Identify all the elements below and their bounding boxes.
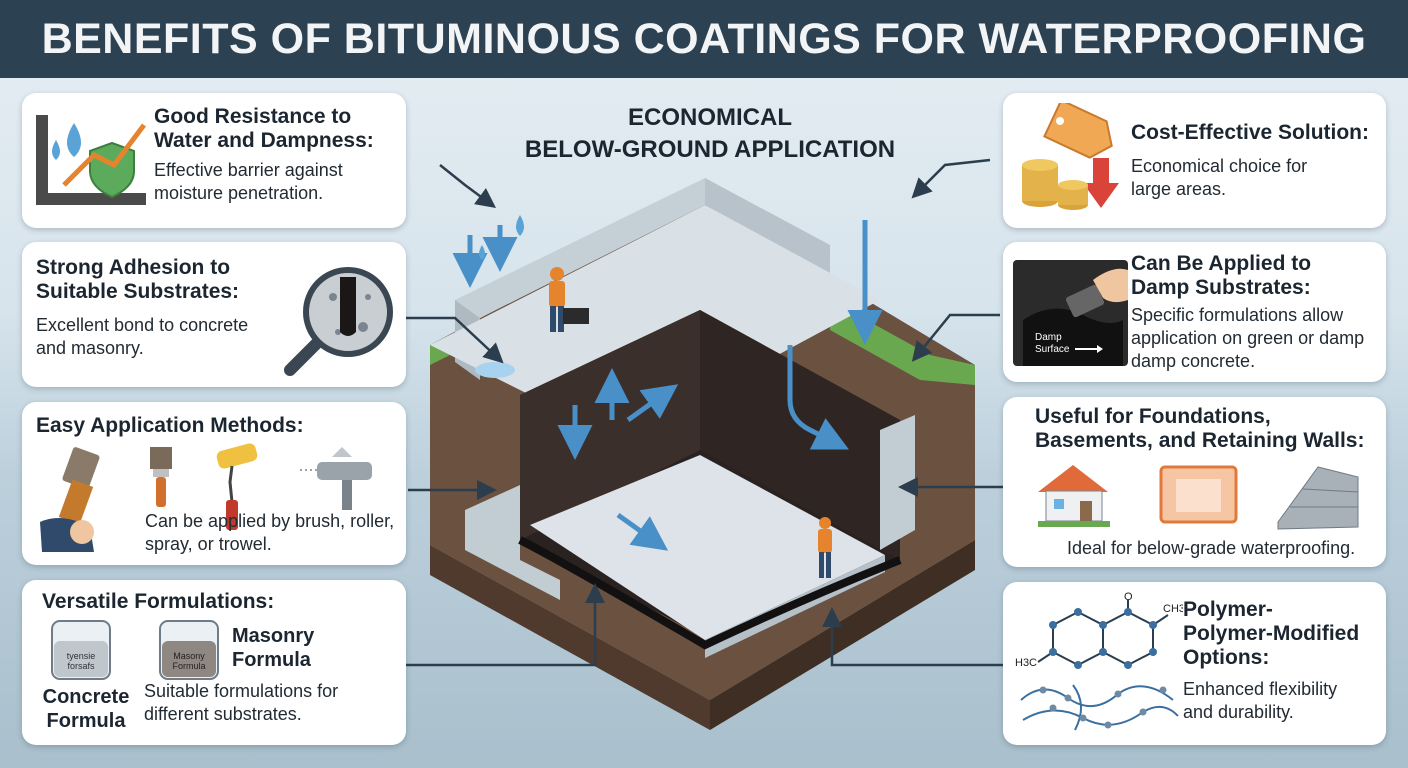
polymer-title-line1: Polymer- [1183, 598, 1273, 621]
basement-icon [1159, 465, 1238, 524]
damp-text-line2: application on green or damp [1131, 328, 1365, 348]
wall-top-right [705, 178, 830, 275]
molecule-icon: O CH3 H3C [1015, 591, 1183, 731]
house-icon [1038, 465, 1110, 527]
foundations-text: Ideal for below-grade waterproofing. [1067, 538, 1356, 558]
top-slab [430, 205, 880, 440]
resistance-title-line1: Good Resistance to [154, 105, 352, 128]
card-damp: Damp Surface Can Be Applied to Damp Subs… [1003, 242, 1386, 382]
card-foundations: Useful for Foundations, Basements, and R… [1003, 397, 1386, 567]
paintbrush-icon [150, 447, 172, 507]
formulations-text-line1: Suitable formulations for [144, 681, 339, 701]
beaker-icon: Masony Formula [159, 620, 219, 680]
worker-icon [549, 267, 589, 332]
damp-title-line1: Can Be Applied to [1131, 252, 1312, 275]
damp-surface-illustration: Damp Surface [1013, 260, 1128, 366]
jar2-label-line2: Formula [172, 661, 205, 671]
water-drop-icon [516, 215, 524, 236]
card-polymer: O CH3 H3C Polymer- Polymer-Modified Opti… [1003, 582, 1386, 745]
card-application: Easy Application Methods: Can be applied… [22, 402, 406, 565]
concrete-label-line1: Concrete [42, 686, 130, 708]
card-formulations: Versatile Formulations: tyensie forsafs … [22, 580, 406, 745]
retaining-wall-icon [1277, 466, 1359, 530]
damp-image-label-line1: Damp [1035, 332, 1062, 343]
application-text-line2: spray, or trowel. [145, 534, 272, 554]
molecule-label-o: O [1124, 591, 1133, 603]
jar2-label-line1: Masony [173, 651, 205, 661]
polymer-title-line2: Polymer-Modified [1183, 622, 1360, 645]
beaker-icon: tyensie forsafs [51, 620, 111, 680]
polymer-text-line2: and durability. [1183, 702, 1294, 722]
adhesion-title-line1: Strong Adhesion to [36, 256, 231, 279]
cost-text-line1: Economical choice for [1131, 156, 1308, 176]
foundations-title-line2: Basements, and Retaining Walls: [1035, 429, 1365, 452]
cost-title: Cost-Effective Solution: [1131, 121, 1370, 144]
adhesion-title-line2: Suitable Substrates: [36, 280, 240, 303]
jar1-label-line1: tyensie [67, 651, 96, 661]
wall-top-left [455, 178, 705, 318]
card-resistance: Good Resistance to Water and Dampness: E… [22, 93, 406, 228]
application-title: Easy Application Methods: [36, 414, 304, 437]
concrete-label-line2: Formula [46, 710, 126, 732]
resistance-title-line2: Water and Dampness: [154, 129, 374, 152]
damp-title-line2: Damp Substrates: [1131, 276, 1311, 299]
damp-text-line3: damp concrete. [1131, 351, 1256, 371]
water-drop-icon [479, 245, 485, 260]
molecule-label-h3c: H3C [1015, 657, 1037, 669]
center-title-line2: BELOW-GROUND APPLICATION [524, 136, 896, 163]
formula-jars: tyensie forsafs Masony Formula [51, 620, 219, 680]
foundations-title-line1: Useful for Foundations, [1035, 405, 1271, 428]
footing-right [880, 415, 915, 550]
adhesion-text-line2: and masonry. [36, 338, 144, 358]
worker-icon [818, 517, 832, 578]
formulations-title: Versatile Formulations: [42, 590, 275, 613]
masonry-label-line1: Masonry [232, 625, 315, 647]
paintbrush-icon [40, 447, 100, 552]
masonry-label-line2: Formula [232, 649, 311, 671]
magnifier-icon [284, 267, 393, 376]
header-banner: BENEFITS OF BITUMINOUS COATINGS FOR WATE… [0, 0, 1408, 78]
formulations-text-line2: different substrates. [144, 704, 302, 724]
polymer-text-line1: Enhanced flexibility [1183, 679, 1338, 699]
paint-roller-icon [216, 443, 258, 530]
application-text-line1: Can be applied by brush, roller, [145, 511, 395, 531]
connector-arrows [405, 158, 1003, 667]
cost-text-line2: large areas. [1131, 179, 1227, 199]
water-drop-icon [52, 140, 60, 160]
water-drop-icon [67, 123, 81, 157]
center-title: ECONOMICAL BELOW-GROUND APPLICATION [520, 102, 900, 166]
structure-icons [1038, 465, 1359, 530]
damp-image-label-line2: Surface [1035, 344, 1070, 355]
resistance-text-line1: Effective barrier against [154, 160, 343, 180]
footing-left [465, 485, 560, 600]
page-title: BENEFITS OF BITUMINOUS COATINGS FOR WATE… [41, 14, 1367, 63]
card-cost: Cost-Effective Solution: Economical choi… [1003, 93, 1386, 228]
water-flow-arrows [452, 220, 883, 551]
cost-illustration [1022, 103, 1119, 210]
jar1-label-line2: forsafs [67, 661, 95, 671]
spray-gun-icon [300, 447, 372, 510]
adhesion-text-line1: Excellent bond to concrete [36, 315, 249, 335]
coin-stack-icon [1022, 159, 1088, 210]
molecule-label-ch3: CH3 [1163, 603, 1183, 615]
resistance-text-line2: moisture penetration. [154, 183, 324, 203]
application-tools [40, 443, 372, 552]
polymer-title-line3: Options: [1183, 646, 1270, 669]
price-tag-icon [1043, 103, 1113, 159]
floor-slab [530, 455, 885, 640]
center-title-line1: ECONOMICAL [628, 104, 792, 131]
damp-text-line1: Specific formulations allow [1131, 305, 1344, 325]
card-adhesion: Strong Adhesion to Suitable Substrates: … [22, 242, 406, 387]
resistance-illustration [36, 115, 146, 205]
